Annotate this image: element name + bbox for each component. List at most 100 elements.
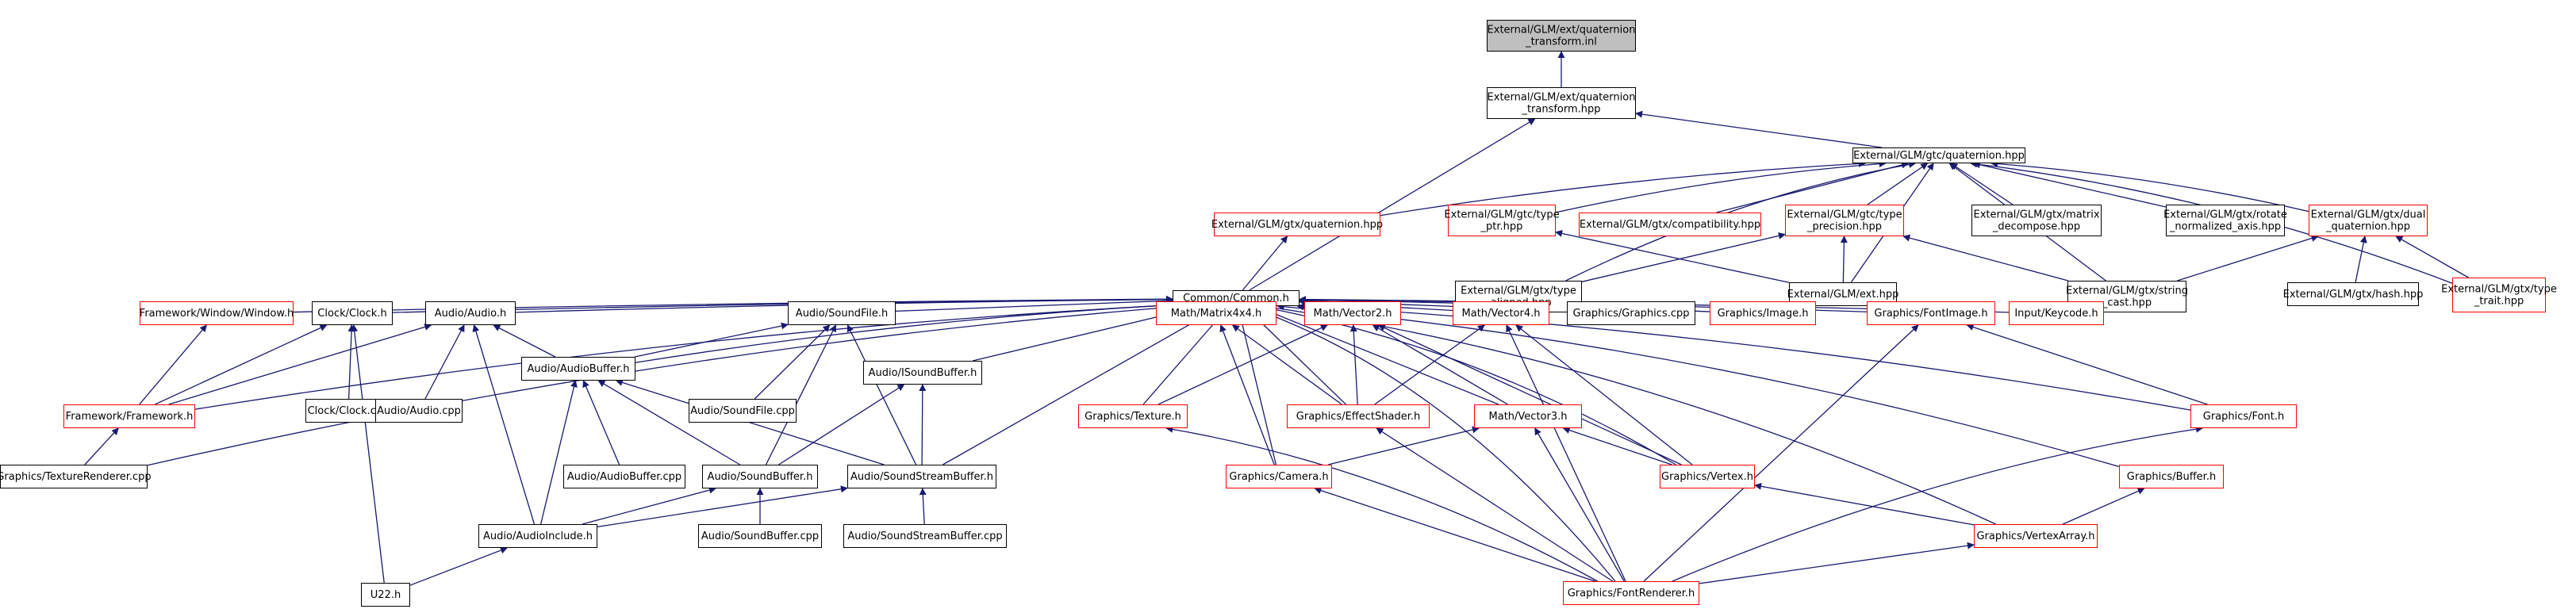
node-label: Graphics/Image.h (1718, 308, 1809, 320)
node-vertexarray_h[interactable]: Graphics/VertexArray.h (1974, 524, 2098, 548)
node-font_h[interactable]: Graphics/Font.h (2190, 404, 2297, 428)
node-image_h[interactable]: Graphics/Image.h (1710, 301, 1816, 325)
node-box (1785, 205, 1904, 236)
edge-gtc_prec-to-gtc_quat (1867, 163, 1929, 205)
node-label: Audio/Audio.cpp (377, 405, 461, 417)
node-label: External/GLM/gtx/type (2441, 284, 2557, 296)
node-label: Graphics/Graphics.cpp (1573, 308, 1690, 320)
edge-vector3-to-vector2 (1372, 324, 1508, 405)
edge-vertexarray_h-to-vertex_h (1754, 482, 1975, 526)
node-label: External/GLM/gtx/string (2066, 285, 2188, 297)
node-vector4[interactable]: Math/Vector4.h (1453, 301, 1549, 325)
node-audiobuffer_cpp[interactable]: Audio/AudioBuffer.cpp (563, 465, 685, 488)
edge-texrenderer-to-framework_h (84, 427, 119, 465)
edge-camera_h-to-common (1235, 305, 1277, 465)
node-quat_hpp[interactable]: External/GLM/ext/quaternion_transform.hp… (1487, 87, 1636, 119)
node-soundbuffer_cpp[interactable]: Audio/SoundBuffer.cpp (698, 524, 822, 548)
edge-fontrenderer_h-to-vertexarray_h (1699, 542, 1975, 584)
edge-framework_h-to-clock_h (155, 324, 328, 405)
node-label: External/GLM/gtx/dual (2311, 209, 2426, 221)
node-box (2190, 404, 2297, 428)
node-gtx_quat[interactable]: External/GLM/gtx/quaternion.hpp (1211, 213, 1383, 236)
node-soundfile_cpp[interactable]: Audio/SoundFile.cpp (689, 399, 797, 423)
node-vertex_h[interactable]: Graphics/Vertex.h (1660, 465, 1755, 488)
node-texture_h[interactable]: Graphics/Texture.h (1078, 404, 1188, 428)
node-box (702, 465, 818, 488)
node-soundbuffer_h[interactable]: Audio/SoundBuffer.h (702, 465, 818, 488)
node-u22_h[interactable]: U22.h (361, 583, 410, 607)
edge-gtc_quat-to-quat_hpp (1635, 110, 1882, 148)
node-box (2309, 205, 2428, 236)
node-box (2009, 301, 2104, 325)
node-box (1852, 147, 2025, 163)
node-buffer_h[interactable]: Graphics/Buffer.h (2119, 465, 2224, 488)
node-label: Audio/SoundBuffer.cpp (701, 530, 819, 542)
node-box (2452, 278, 2546, 312)
node-label: Math/Matrix4x4.h (1171, 308, 1261, 320)
node-vector3[interactable]: Math/Vector3.h (1474, 404, 1582, 428)
node-box (1453, 301, 1549, 325)
node-vector2[interactable]: Math/Vector2.h (1304, 301, 1401, 325)
edge-fontrenderer_h-to-vector3 (1534, 427, 1625, 582)
node-framework_h[interactable]: Framework/Framework.h (63, 404, 195, 428)
edge-vector3-to-common (1254, 304, 1499, 405)
node-fontimage_h[interactable]: Graphics/FontImage.h (1867, 301, 1995, 325)
node-camera_h[interactable]: Graphics/Camera.h (1226, 465, 1332, 488)
node-box (0, 465, 148, 488)
node-gtc_ptr[interactable]: External/GLM/gtc/type_ptr.hpp (1444, 205, 1560, 236)
node-audioinclude_h[interactable]: Audio/AudioInclude.h (478, 524, 597, 548)
edge-common-to-quat_hpp (1249, 118, 1536, 291)
edge-camera_h-to-matrix4 (1219, 324, 1275, 465)
node-gtx_dual[interactable]: External/GLM/gtx/dual_quaternion.hpp (2309, 205, 2428, 236)
node-gtx_matrix[interactable]: External/GLM/gtx/matrix_decompose.hpp (1971, 205, 2102, 236)
node-box (1567, 301, 1695, 325)
node-gtx_compat[interactable]: External/GLM/gtx/compatibility.hpp (1579, 213, 1761, 236)
edge-audiobuffer_h-to-audio_h (493, 324, 556, 358)
edge-u22_h-to-clock_h (351, 324, 385, 584)
node-soundstream_h[interactable]: Audio/SoundStreamBuffer.h (847, 465, 996, 488)
node-keycode_h[interactable]: Input/Keycode.h (2009, 301, 2104, 325)
node-gtc_quat[interactable]: External/GLM/gtc/quaternion.hpp (1852, 147, 2025, 163)
edge-framework_h-to-fw_window (139, 324, 207, 405)
node-box (1474, 404, 1582, 428)
node-clock_h[interactable]: Clock/Clock.h (312, 301, 393, 325)
edge-gtx_string-to-gtx_dual (2177, 235, 2319, 282)
node-label: Math/Vector4.h (1462, 308, 1541, 320)
node-soundstream_cpp[interactable]: Audio/SoundStreamBuffer.cpp (843, 524, 1007, 548)
node-matrix4[interactable]: Math/Matrix4x4.h (1156, 301, 1276, 325)
node-label: Audio/SoundStreamBuffer.cpp (847, 530, 1002, 542)
node-label: Audio/ISoundBuffer.h (869, 367, 977, 379)
node-label: Math/Vector2.h (1314, 308, 1392, 320)
node-gtx_rotate[interactable]: External/GLM/gtx/rotate_normalized_axis.… (2163, 205, 2287, 236)
node-label: External/GLM/ext.hpp (1787, 289, 1899, 301)
node-audio_h[interactable]: Audio/Audio.h (425, 301, 516, 325)
node-audiobuffer_h[interactable]: Audio/AudioBuffer.h (521, 357, 635, 381)
node-soundfile_h[interactable]: Audio/SoundFile.h (788, 301, 896, 325)
node-label: Audio/AudioBuffer.h (528, 363, 630, 375)
node-audio_cpp[interactable]: Audio/Audio.cpp (375, 399, 463, 423)
node-gtx_hash[interactable]: External/GLM/gtx/hash.hpp (2283, 282, 2424, 306)
node-texrenderer[interactable]: Graphics/TextureRenderer.cpp (0, 465, 152, 488)
node-isoundbuffer_h[interactable]: Audio/ISoundBuffer.h (863, 361, 982, 385)
node-box (1660, 465, 1755, 488)
edge-soundstream_h-to-soundfile_h (847, 324, 917, 465)
node-graphics_cpp[interactable]: Graphics/Graphics.cpp (1567, 301, 1695, 325)
node-effectshader_h[interactable]: Graphics/EffectShader.h (1287, 404, 1430, 428)
edge-soundstream_h-to-isoundbuffer_h (919, 384, 927, 465)
node-gtx_trait[interactable]: External/GLM/gtx/type_trait.hpp (2441, 278, 2557, 312)
edge-vertexarray_h-to-buffer_h (2062, 488, 2145, 525)
edge-effectshader_h-to-vector4 (1374, 324, 1485, 405)
edge-vertex_h-to-vector3 (1562, 427, 1672, 465)
node-label: External/GLM/gtc/quaternion.hpp (1853, 150, 2025, 162)
edge-audiobuffer_cpp-to-audiobuffer_h (582, 380, 620, 465)
node-gtc_prec[interactable]: External/GLM/gtc/type_precision.hpp (1785, 205, 1904, 236)
node-box (1226, 465, 1332, 488)
node-label: Audio/SoundStreamBuffer.h (850, 471, 993, 483)
node-label: External/GLM/gtx/compatibility.hpp (1580, 219, 1760, 231)
node-label: Audio/Audio.h (435, 308, 506, 320)
node-label: _quaternion.hpp (2325, 221, 2410, 233)
node-fontrenderer_h[interactable]: Graphics/FontRenderer.h (1563, 581, 1699, 605)
node-box (312, 301, 393, 325)
node-label: Graphics/Font.h (2203, 411, 2284, 423)
node-fw_window[interactable]: Framework/Window/Window.h (140, 301, 294, 325)
